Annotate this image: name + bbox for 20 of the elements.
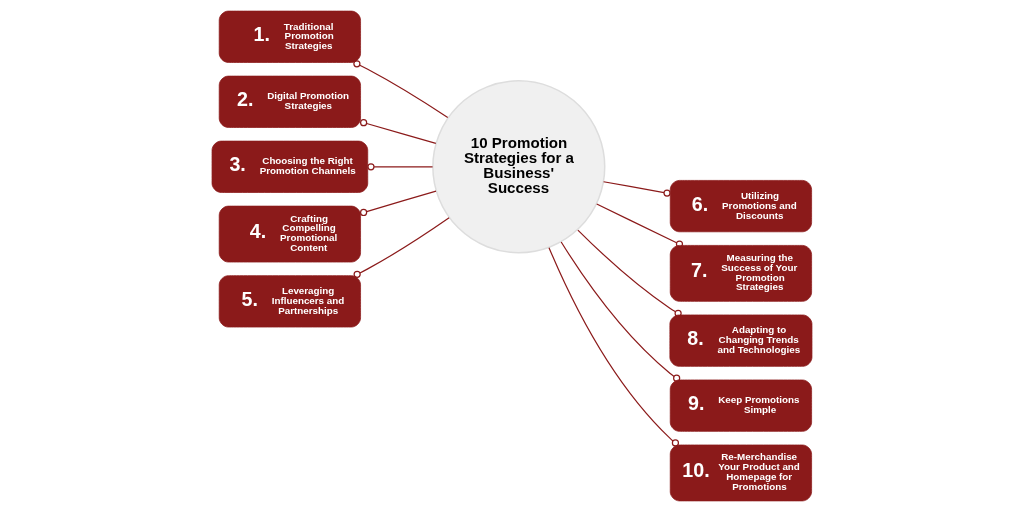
connector	[353, 217, 450, 278]
connector	[603, 181, 671, 197]
node-box: 1. Traditional Promotion Strategies	[218, 10, 361, 63]
node-box: 9. Keep Promotions Simple	[669, 379, 812, 432]
node-circle: 10 Promotion Strategies for a Business' Success	[432, 80, 606, 254]
connector	[560, 241, 681, 382]
connector	[548, 247, 680, 447]
node-box: 8. Adapting to Changing Trends and Technologies	[669, 314, 813, 367]
node-box: 3. Choosing the Right Promotion Channels	[211, 140, 369, 193]
node-box: 7. Measuring the Success of Your Promotion Strategies	[669, 245, 812, 302]
node-box: 2. Digital Promotion Strategies	[218, 75, 361, 128]
connector	[577, 229, 682, 317]
connector	[360, 190, 437, 217]
node-box: 4. Crafting Compelling Promotional Content	[218, 205, 361, 263]
connector	[353, 60, 449, 119]
connector	[367, 163, 434, 171]
connector	[360, 119, 437, 144]
node-box: 5. Leveraging Influencers and Partnerships	[218, 275, 361, 328]
connector	[596, 203, 684, 248]
node-box: 6. Utilizing Promotions and Discounts	[669, 180, 812, 233]
